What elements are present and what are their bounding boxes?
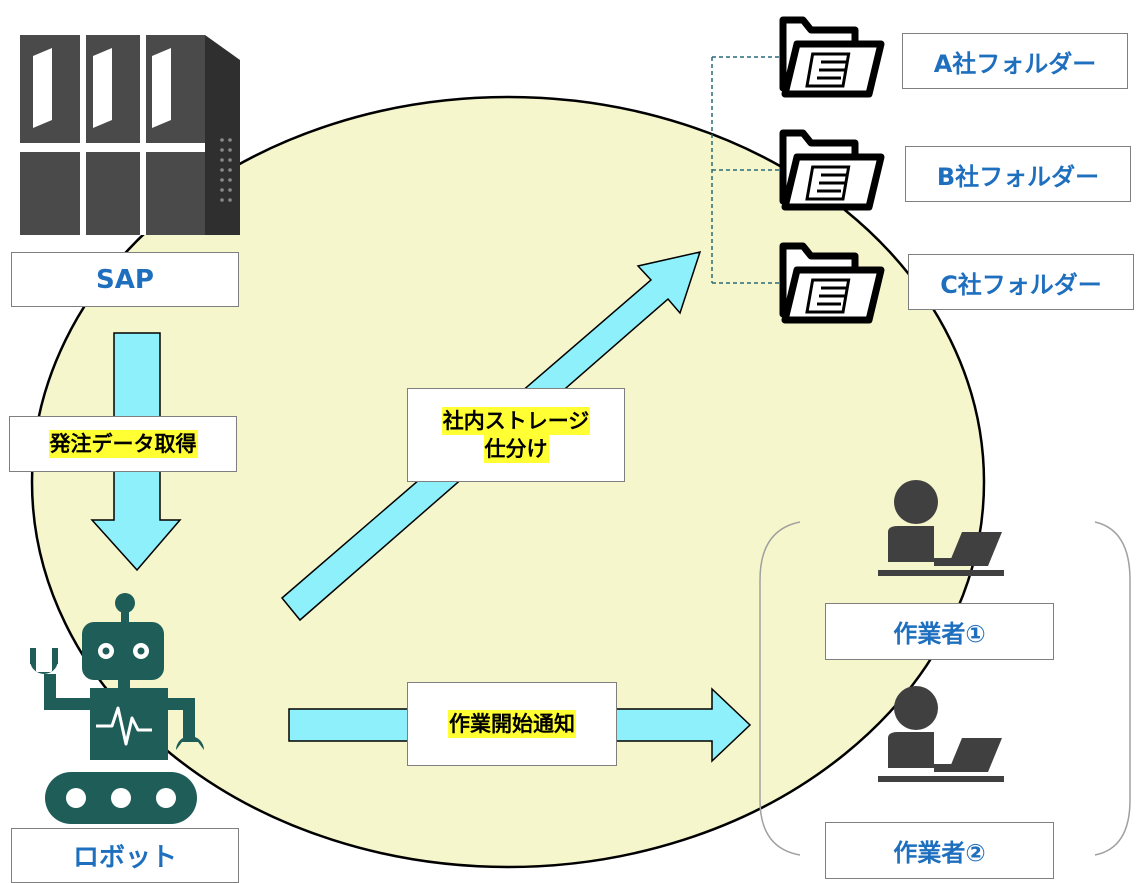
folder-b-icon	[783, 133, 881, 207]
robot-label: ロボット	[72, 843, 177, 873]
worker-1-label-box: 作業者①	[825, 603, 1054, 660]
robot-icon	[30, 593, 204, 824]
folder-a-label-box: A社フォルダー	[902, 33, 1128, 89]
process-ellipse	[30, 95, 986, 869]
sap-label: SAP	[96, 264, 154, 295]
worker-1-label: 作業者①	[893, 620, 986, 648]
sort-label-line1: 社内ストレージ	[441, 407, 591, 435]
worker-group-bracket	[759, 521, 1131, 856]
folder-a-label: A社フォルダー	[933, 49, 1097, 78]
notify-label: 作業開始通知	[448, 710, 576, 738]
sap-label-box: SAP	[11, 252, 239, 307]
server-icon	[20, 35, 240, 235]
folder-c-label: C社フォルダー	[940, 270, 1102, 299]
sort-label-box: 社内ストレージ 仕分け	[407, 388, 625, 482]
sort-label-line2: 仕分け	[483, 435, 549, 463]
folder-b-label-box: B社フォルダー	[905, 146, 1131, 202]
worker-2-label-box: 作業者②	[825, 822, 1054, 879]
folder-a-icon	[783, 20, 881, 94]
acquire-label: 発注データ取得	[48, 430, 198, 458]
folder-c-label-box: C社フォルダー	[908, 254, 1134, 310]
notify-label-box: 作業開始通知	[407, 682, 617, 766]
folder-connector	[711, 56, 782, 284]
robot-label-box: ロボット	[11, 828, 239, 883]
worker-2-icon	[878, 686, 1004, 782]
acquire-label-box: 発注データ取得	[9, 416, 237, 472]
worker-2-label: 作業者②	[893, 839, 986, 867]
folder-b-label: B社フォルダー	[936, 162, 1100, 191]
